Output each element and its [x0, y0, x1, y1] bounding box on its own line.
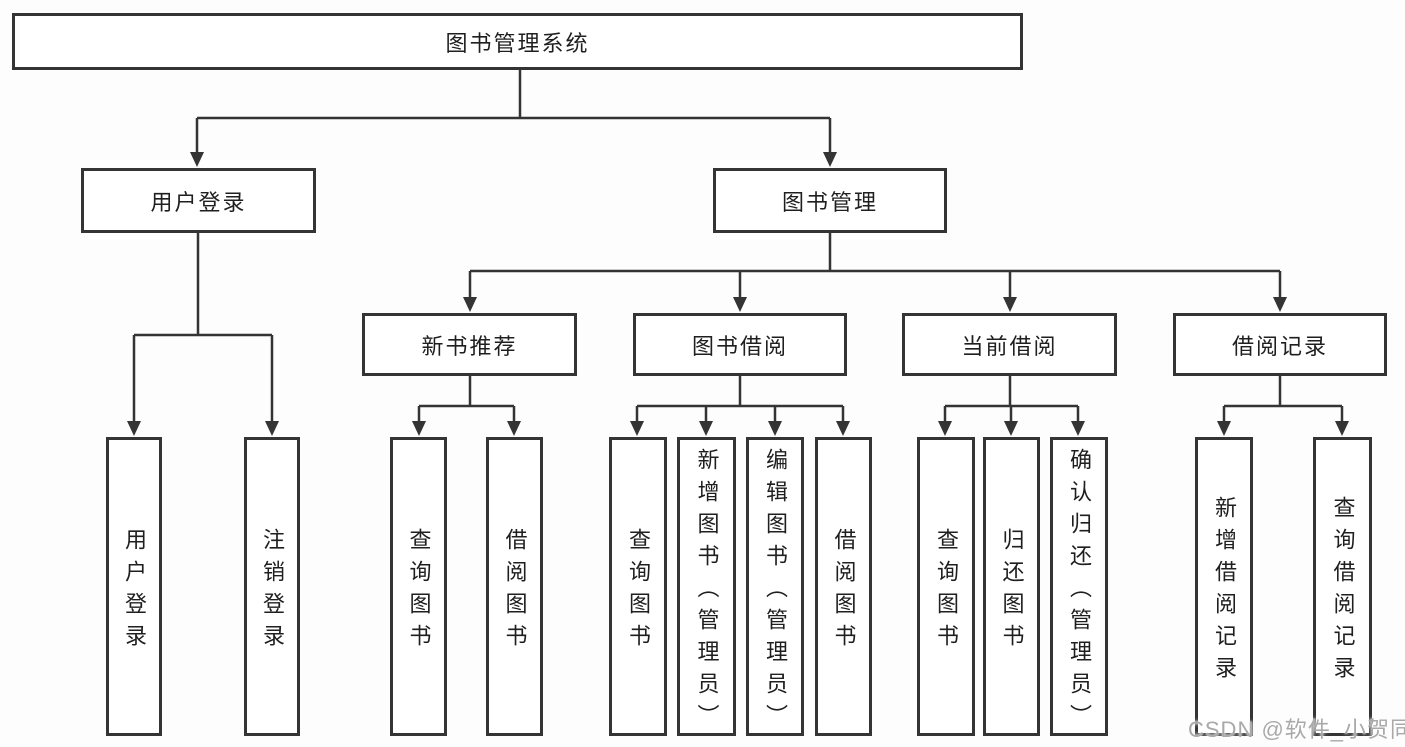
node-leaf-add-borrow-record: 新增借阅记录 [1195, 437, 1253, 736]
node-current-borrowing: 当前借阅 [902, 313, 1117, 376]
leaf-label: 借阅图书 [502, 527, 528, 656]
leaf-label: 新增图书（管理员） [694, 447, 720, 736]
leaf-label: 查询图书 [406, 527, 432, 656]
leaf-label: 查询图书 [934, 527, 959, 656]
leaf-label: 注销登录 [260, 527, 285, 656]
watermark: CSDN @软件_小贺同学 [1188, 717, 1405, 742]
node-new-book-recommend: 新书推荐 [362, 313, 577, 376]
node-leaf-borrow-books-new: 借阅图书 [486, 437, 543, 736]
node-leaf-confirm-return-admin: 确认归还（管理员） [1050, 437, 1108, 736]
arrowheads [127, 152, 1349, 436]
node-leaf-borrow-books-borrow: 借阅图书 [815, 437, 872, 736]
node-leaf-add-books-admin: 新增图书（管理员） [677, 437, 736, 736]
node-leaf-edit-books-admin: 编辑图书（管理员） [746, 437, 804, 736]
node-leaf-user-login: 用户登录 [106, 437, 162, 736]
node-leaf-return-books: 归还图书 [983, 437, 1040, 736]
node-borrowing-records: 借阅记录 [1173, 313, 1387, 376]
leaf-label: 查询图书 [626, 527, 651, 656]
leaf-label: 借阅图书 [831, 527, 857, 656]
node-leaf-query-borrow-record: 查询借阅记录 [1313, 437, 1372, 736]
leaf-label: 确认归还（管理员） [1067, 447, 1092, 736]
leaf-label: 新增借阅记录 [1212, 495, 1237, 688]
node-book-borrowing: 图书借阅 [633, 313, 847, 376]
node-leaf-logout: 注销登录 [244, 437, 300, 736]
leaf-label: 归还图书 [999, 527, 1025, 656]
node-root: 图书管理系统 [12, 13, 1023, 70]
leaf-label: 编辑图书（管理员） [763, 447, 788, 736]
node-leaf-query-books-new: 查询图书 [390, 437, 447, 736]
node-leaf-query-books-current: 查询图书 [917, 437, 975, 736]
leaf-label: 用户登录 [122, 527, 147, 656]
leaf-label: 查询借阅记录 [1330, 495, 1356, 688]
node-book-management: 图书管理 [713, 168, 947, 233]
node-leaf-query-books-borrow: 查询图书 [609, 437, 667, 736]
node-user-login: 用户登录 [81, 168, 316, 233]
